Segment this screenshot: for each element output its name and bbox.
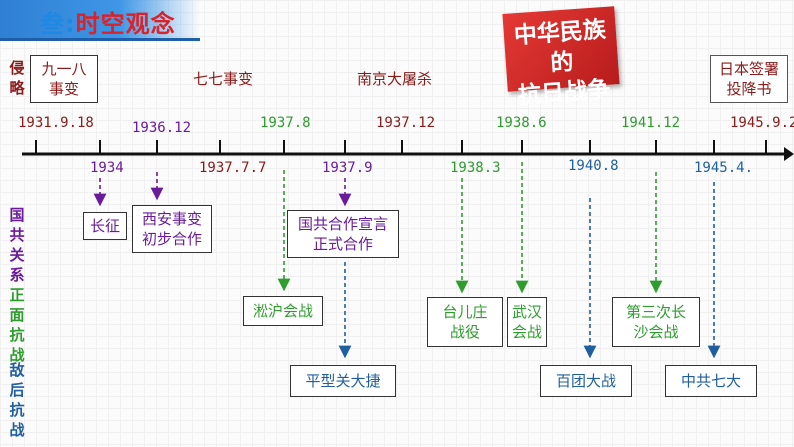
page-title: 叁:时空观念	[40, 4, 176, 39]
date-1941-12: 1941.12	[621, 115, 681, 131]
date-1934: 1934	[90, 160, 124, 176]
timeline-ticks	[35, 140, 767, 154]
rear-ccp-seventh-congress: 中共七大	[665, 365, 757, 397]
rear-pingxingguan: 平型关大捷	[290, 365, 396, 397]
timeline-arrowhead	[784, 147, 794, 161]
date-1940-8: 1940.8	[568, 158, 619, 174]
battle-changsha: 第三次长沙会战	[612, 297, 700, 347]
row-label-rear: 敌后抗战	[9, 361, 25, 439]
title-text: 时空观念	[75, 10, 176, 38]
event-918: 九一八事变	[30, 55, 98, 103]
date-1938-3: 1938.3	[450, 160, 501, 176]
row-label-invasion: 侵略	[9, 59, 25, 97]
title-prefix: 叁:	[40, 10, 76, 38]
kmt-xian-incident: 西安事变初步合作	[132, 205, 212, 253]
date-1945-4: 1945.4.	[694, 160, 754, 176]
date-1937-9: 1937.9	[322, 160, 373, 176]
date-1937-7-7: 1937.7.7	[199, 160, 267, 176]
event-nanjing: 南京大屠杀	[357, 70, 433, 88]
date-1938-6: 1938.6	[496, 115, 547, 131]
event-surrender: 日本签署投降书	[710, 55, 788, 103]
date-1936-12: 1936.12	[132, 120, 192, 136]
rear-hundred-regiments: 百团大战	[540, 365, 632, 397]
kmt-long-march: 长征	[83, 212, 127, 240]
row-label-kmt-ccp: 国共关系	[9, 206, 25, 284]
date-1937-12: 1937.12	[376, 115, 436, 131]
row-label-front: 正面抗战	[9, 286, 25, 364]
event-77: 七七事变	[193, 70, 254, 88]
battle-songhu: 淞沪会战	[243, 296, 323, 326]
date-1937-8: 1937.8	[260, 115, 311, 131]
battle-wuhan: 武汉会战	[507, 297, 547, 347]
kmt-united-front: 国共合作宣言正式合作	[287, 210, 399, 258]
header-bar	[0, 0, 200, 41]
battle-taierzhuang: 台儿庄战役	[427, 297, 503, 347]
date-1945-9-2: 1945.9.2	[730, 115, 794, 131]
date-1931-9-18: 1931.9.18	[18, 115, 94, 131]
